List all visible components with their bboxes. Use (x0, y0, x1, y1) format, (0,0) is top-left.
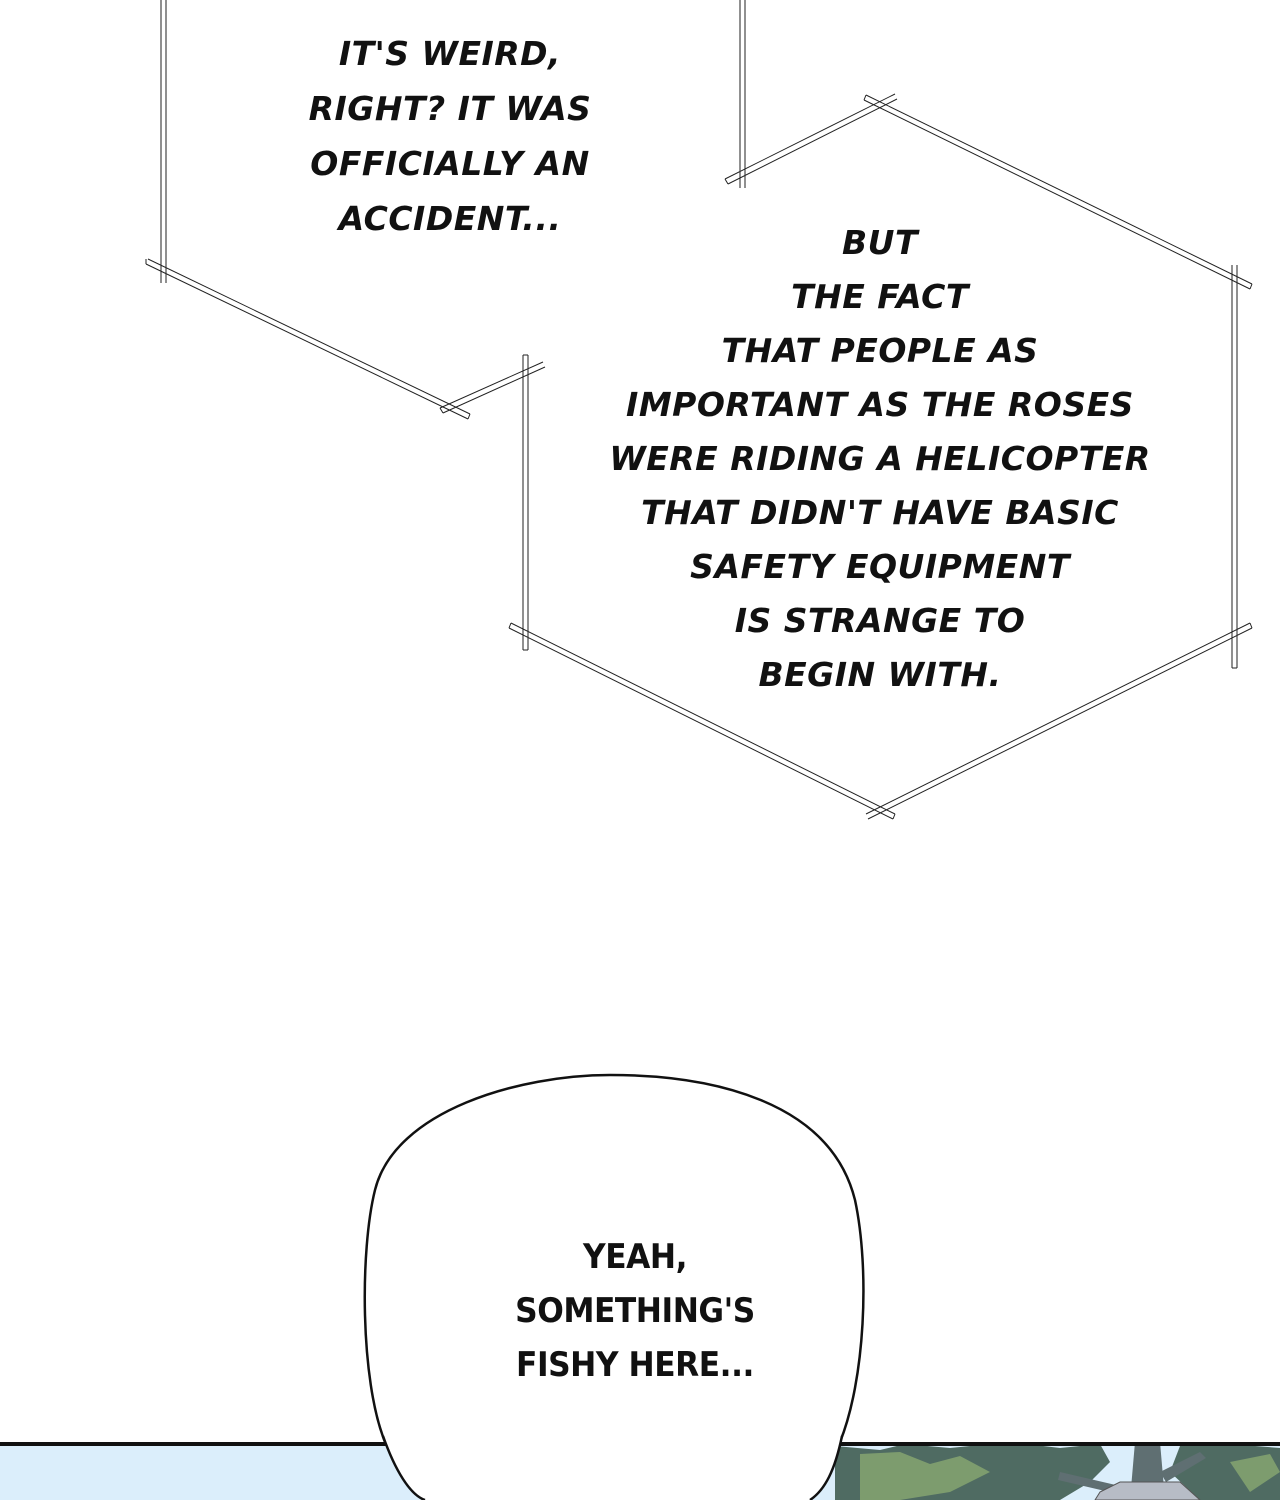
caption-1-frame (145, 0, 898, 420)
caption-2-text: BUT THE FACT THAT PEOPLE AS IMPORTANT AS… (609, 223, 1151, 694)
speech-bubble-outline (363, 1073, 865, 1443)
caption-2-frame (508, 94, 1253, 820)
speech-bubble-1-text: YEAH, SOMETHING'S FISHY HERE... (515, 1237, 755, 1385)
caption-1-text: IT'S WEIRD, RIGHT? IT WAS OFFICIALLY AN … (308, 34, 592, 238)
